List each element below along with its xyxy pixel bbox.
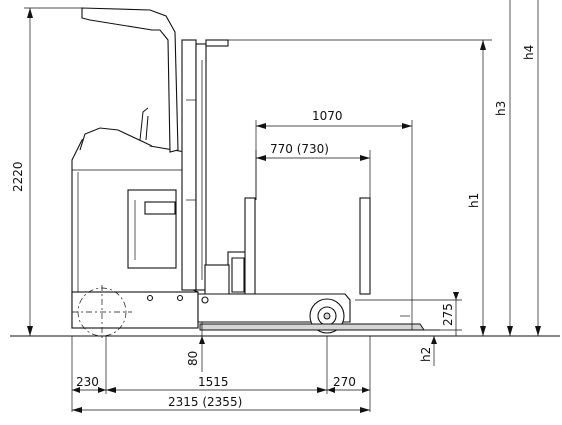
ground-clearance-label: 80 — [186, 351, 200, 366]
h2-label: h2 — [419, 347, 433, 362]
overall-height-label: 2220 — [11, 161, 25, 192]
dimension-ground-clearance: 80 — [186, 322, 205, 372]
h1-label: h1 — [467, 193, 481, 208]
dimension-overall-length: 2315 (2355) — [72, 395, 370, 413]
h4-label: h4 — [522, 45, 536, 60]
dimension-front-overhang: 270 — [327, 375, 370, 393]
dimension-overall-height: 2220 — [11, 7, 82, 336]
drive-wheel — [72, 285, 132, 338]
fork-spread-inner-label: 770 (730) — [270, 142, 329, 156]
dimension-fork-thickness: 275 — [424, 292, 462, 336]
overall-length-label: 2315 (2355) — [168, 395, 242, 409]
forklift-body — [71, 7, 199, 329]
fork-thickness-label: 275 — [441, 303, 455, 326]
dimension-h1: h1 — [467, 40, 486, 336]
dimension-rear-overhang: 230 — [72, 375, 106, 393]
fork-carriage — [204, 197, 371, 296]
reach-leg — [197, 293, 351, 334]
dimension-wheelbase: 1515 — [106, 375, 327, 393]
front-overhang-label: 270 — [333, 375, 356, 389]
dimension-h4: h4 — [522, 0, 541, 336]
dimension-fork-spread-inner: 770 (730) — [255, 142, 371, 200]
dimension-h3: h3 — [494, 0, 513, 336]
rear-overhang-label: 230 — [76, 375, 99, 389]
dimension-h2: h2 — [419, 329, 440, 366]
mast — [181, 39, 492, 291]
h3-label: h3 — [494, 101, 508, 116]
fork-spread-outer-label: 1070 — [312, 109, 343, 123]
wheelbase-label: 1515 — [198, 375, 229, 389]
